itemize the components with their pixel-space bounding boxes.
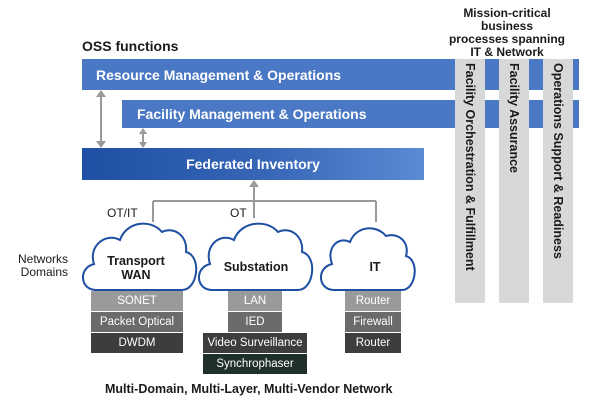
domains-label: Domains xyxy=(20,265,69,279)
federated-inventory-band: Federated Inventory xyxy=(82,148,424,180)
it-cloud-icon xyxy=(320,227,416,291)
distribution-line xyxy=(152,200,377,222)
stack-item-router-1: Router xyxy=(345,291,401,311)
substation-label: Substation xyxy=(223,260,289,274)
resource-management-label: Resource Management & Operations xyxy=(96,66,342,83)
oss-functions-label: OSS functions xyxy=(82,38,179,54)
stack-item-ied: IED xyxy=(228,312,282,332)
networks-label: Networks xyxy=(18,252,69,266)
mission-line-2: processes spanning xyxy=(448,32,566,46)
stack-item-firewall: Firewall xyxy=(345,312,401,332)
transport-label: Transport xyxy=(107,254,165,268)
substation-cloud-icon xyxy=(198,222,314,291)
operations-label: Operations Support & Readiness xyxy=(551,63,565,259)
transport-wan-label: Transport WAN xyxy=(101,254,171,282)
column-operations: Operations Support & Readiness xyxy=(543,59,573,303)
it-label: IT xyxy=(369,260,381,274)
mission-line-1: Mission-critical business xyxy=(463,6,551,33)
stack-item-lan: LAN xyxy=(228,291,282,311)
facility-federated-arrow xyxy=(139,128,147,148)
stack-item-router-2: Router xyxy=(345,333,401,353)
stack-item-packet-optical: Packet Optical xyxy=(91,312,183,332)
resource-federated-arrow xyxy=(96,90,106,148)
ot-label: OT xyxy=(230,206,247,220)
stack-item-video-surveillance: Video Surveillance xyxy=(203,333,307,353)
assurance-label: Facility Assurance xyxy=(507,63,521,174)
column-orchestration: Facility Orchestration & Fulfillment xyxy=(455,59,485,303)
mission-line-3: IT & Network xyxy=(470,45,544,59)
orchestration-label: Facility Orchestration & Fulfillment xyxy=(463,63,477,271)
footer-caption: Multi-Domain, Multi-Layer, Multi-Vendor … xyxy=(105,382,393,396)
stack-item-dwdm: DWDM xyxy=(91,333,183,353)
networks-domains-label: Networks Domains xyxy=(18,253,68,279)
transport-cloud-icon xyxy=(82,222,198,291)
column-assurance: Facility Assurance xyxy=(499,59,529,303)
stack-item-synchrophaser: Synchrophaser xyxy=(203,354,307,374)
facility-management-label: Facility Management & Operations xyxy=(137,106,367,122)
resource-management-band: Resource Management & Operations xyxy=(82,59,579,90)
wan-label: WAN xyxy=(121,268,151,282)
ot-it-label: OT/IT xyxy=(107,206,138,220)
mission-critical-heading: Mission-critical business processes span… xyxy=(437,7,577,59)
stack-item-sonet: SONET xyxy=(91,291,183,311)
federated-inventory-label: Federated Inventory xyxy=(186,156,320,172)
